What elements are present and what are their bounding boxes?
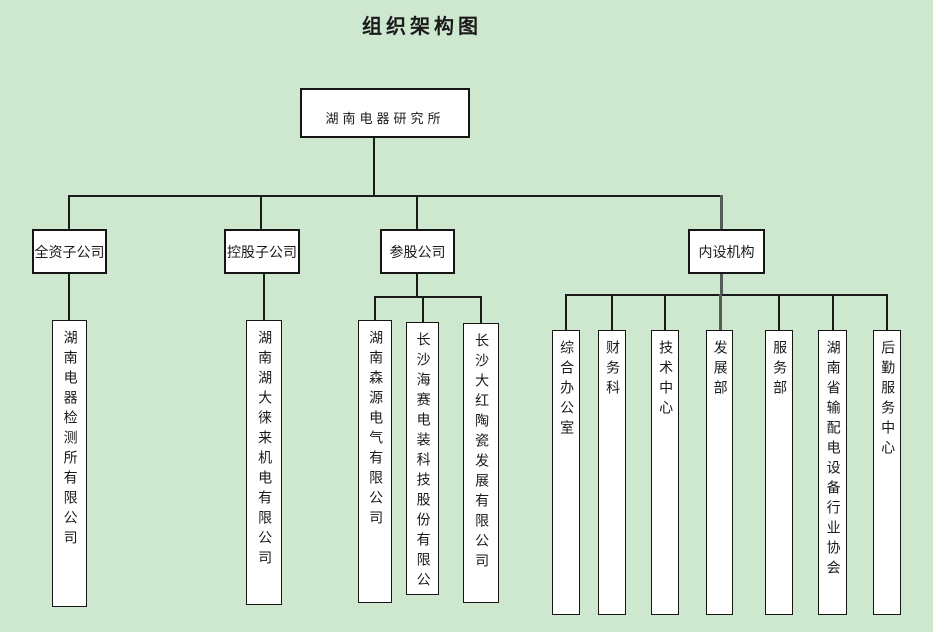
leaf-node-label: 财务科 — [604, 340, 621, 400]
connector-line — [374, 296, 482, 298]
leaf-node-label: 长沙大红陶瓷发展有限公司 — [473, 333, 490, 573]
connector-line — [260, 195, 262, 229]
connector-line — [719, 294, 722, 330]
branch-node-label: 内设机构 — [698, 244, 755, 261]
connector-line — [263, 274, 265, 320]
leaf-node: 综合办公室 — [552, 330, 580, 615]
leaf-node-label: 湖南电器检测所有限公司 — [61, 330, 78, 550]
branch-node-internal: 内设机构 — [688, 229, 765, 274]
leaf-node-label: 综合办公室 — [558, 340, 575, 440]
leaf-node-label: 湖南湖大徕来机电有限公司 — [256, 330, 273, 570]
connector-line — [720, 195, 723, 229]
root-node-label: 湖南电器研究所 — [325, 111, 445, 127]
connector-line — [720, 274, 723, 295]
leaf-node: 湖南森源电气有限公司 — [358, 320, 392, 603]
branch-node-equity: 参股公司 — [380, 229, 455, 274]
connector-line — [664, 294, 666, 330]
leaf-node-label: 发展部 — [711, 340, 728, 400]
branch-node-label: 控股子公司 — [227, 244, 297, 261]
leaf-node: 长沙海赛电装科技股份有限公 — [406, 322, 439, 595]
connector-line — [611, 294, 613, 330]
leaf-node: 湖南省输配电设备行业协会 — [818, 330, 847, 615]
connector-line — [886, 294, 888, 330]
leaf-node: 后勤服务中心 — [873, 330, 901, 615]
leaf-node: 服务部 — [765, 330, 793, 615]
connector-line — [422, 296, 424, 322]
connector-line — [68, 274, 70, 320]
connector-line — [416, 195, 418, 229]
chart-title: 组织架构图 — [362, 14, 482, 38]
leaf-node: 发展部 — [706, 330, 733, 615]
connector-line — [374, 296, 376, 320]
leaf-node-label: 后勤服务中心 — [879, 340, 896, 460]
connector-line — [416, 274, 418, 297]
branch-node-label: 参股公司 — [389, 244, 446, 261]
branch-node-holding: 控股子公司 — [224, 229, 300, 274]
connector-line — [68, 195, 723, 197]
leaf-node-label: 技术中心 — [657, 340, 674, 420]
connector-line — [68, 195, 70, 229]
branch-node-label: 全资子公司 — [34, 244, 105, 261]
leaf-node: 技术中心 — [651, 330, 679, 615]
connector-line — [832, 294, 834, 330]
connector-line — [565, 294, 888, 296]
branch-node-wholly-owned: 全资子公司 — [32, 229, 107, 274]
connector-line — [778, 294, 780, 330]
connector-line — [373, 138, 375, 196]
leaf-node-label: 湖南省输配电设备行业协会 — [824, 340, 841, 580]
root-node: 湖南电器研究所 — [300, 88, 470, 138]
leaf-node: 湖南电器检测所有限公司 — [52, 320, 87, 607]
connector-line — [565, 294, 567, 330]
leaf-node: 财务科 — [598, 330, 626, 615]
connector-line — [480, 296, 482, 323]
leaf-node: 长沙大红陶瓷发展有限公司 — [463, 323, 499, 603]
leaf-node: 湖南湖大徕来机电有限公司 — [246, 320, 282, 605]
leaf-node-label: 长沙海赛电装科技股份有限公 — [414, 332, 431, 592]
leaf-node-label: 湖南森源电气有限公司 — [367, 330, 384, 530]
leaf-node-label: 服务部 — [771, 340, 788, 400]
